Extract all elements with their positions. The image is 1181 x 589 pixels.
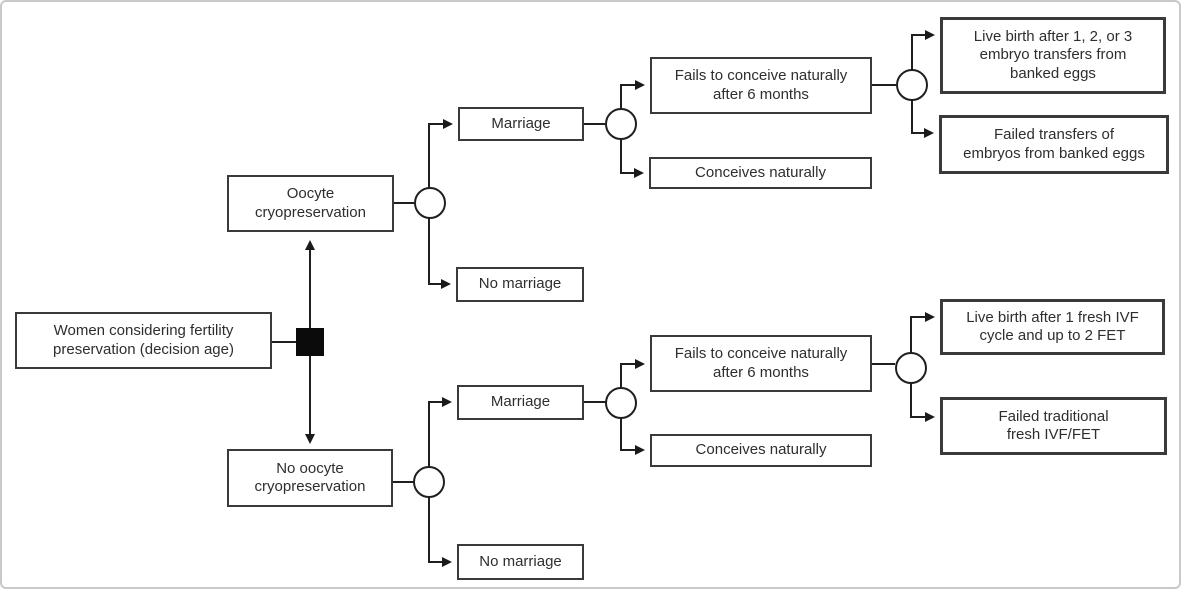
node-failed-traditional-ivf: Failed traditional fresh IVF/FET <box>940 397 1167 455</box>
chance-node-no-oocyte <box>413 466 445 498</box>
edges <box>272 30 935 567</box>
chance-node-fails-top <box>896 69 928 101</box>
node-fails-to-conceive-bottom: Fails to conceive naturally after 6 mont… <box>650 335 872 392</box>
node-no-marriage-top: No marriage <box>456 267 584 302</box>
node-oocyte-cryopreservation: Oocyte cryopreservation <box>227 175 394 232</box>
node-conceives-naturally-top: Conceives naturally <box>649 157 872 189</box>
edge-chance-to-fails-top <box>620 80 645 109</box>
node-failed-transfers-banked-eggs: Failed transfers of embryos from banked … <box>939 115 1169 174</box>
edge-chance-to-conceives-top <box>620 139 644 178</box>
chance-node-oocyte <box>414 187 446 219</box>
edge-chance-to-conceives-bot <box>620 418 645 455</box>
chance-node-marriage-bottom <box>605 387 637 419</box>
decision-square-node <box>296 328 324 356</box>
edge-chance-to-fails-bot <box>620 359 645 388</box>
edge-chance-to-live-banked <box>911 30 935 70</box>
edge-chance-to-marriage-top <box>428 119 453 189</box>
node-marriage-top: Marriage <box>458 107 584 141</box>
chance-node-fails-bottom <box>895 352 927 384</box>
node-live-birth-banked-eggs: Live birth after 1, 2, or 3 embryo trans… <box>940 17 1166 94</box>
node-live-birth-fresh-ivf: Live birth after 1 fresh IVF cycle and u… <box>940 299 1165 355</box>
node-no-oocyte-cryopreservation: No oocyte cryopreservation <box>227 449 393 507</box>
edge-chance-to-failed-banked <box>911 100 934 138</box>
edge-chance-to-no-marriage-top <box>428 218 451 289</box>
node-root: Women considering fertility preservation… <box>15 312 272 369</box>
chance-node-marriage-top <box>605 108 637 140</box>
node-marriage-bottom: Marriage <box>457 385 584 420</box>
edge-chance-to-failed-ivf <box>910 383 935 422</box>
edge-chance-to-live-ivf <box>910 312 935 353</box>
node-fails-to-conceive-top: Fails to conceive naturally after 6 mont… <box>650 57 872 114</box>
edge-chance-to-no-marriage-bot <box>428 497 452 567</box>
symbol-nodes <box>296 69 928 498</box>
node-conceives-naturally-bottom: Conceives naturally <box>650 434 872 467</box>
edge-chance-to-marriage-bot <box>428 397 452 467</box>
node-no-marriage-bottom: No marriage <box>457 544 584 580</box>
